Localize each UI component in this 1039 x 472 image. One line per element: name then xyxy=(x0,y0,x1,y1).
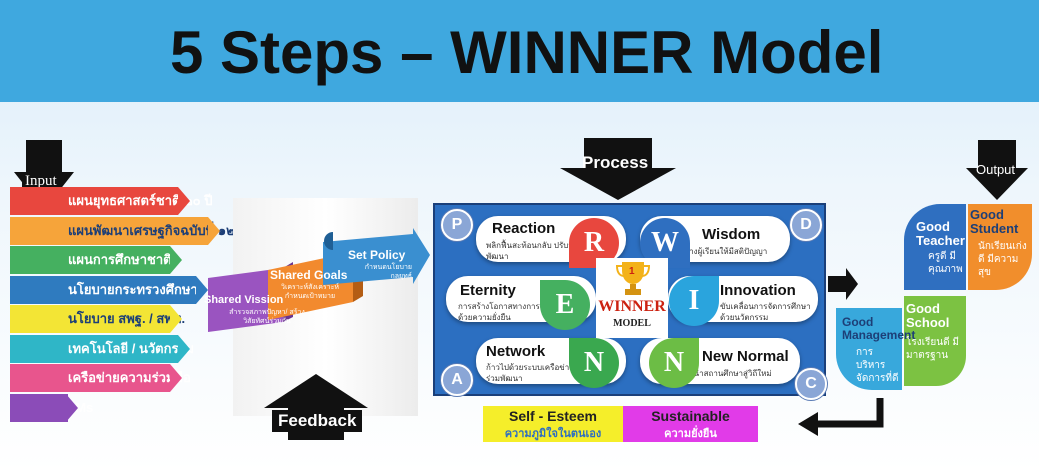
sustainable-box: Sustainable ความยั่งยืน xyxy=(623,406,758,442)
input-item: นโยบาย สพฐ. / สพท. xyxy=(10,305,185,333)
good-school: Good School โรงเรียนดี มีมาตรฐาน xyxy=(904,296,966,386)
eternity-title: Eternity xyxy=(460,282,516,299)
corner-p: P xyxy=(441,209,473,241)
new-normal-title: New Normal xyxy=(702,348,789,365)
input-item-tip xyxy=(66,393,78,422)
goals-sub: วิเคราะห์สังเคราะห์ กำหนดเป้าหมาย xyxy=(281,284,339,300)
good-school-sub: โรงเรียนดี มีมาตรฐาน xyxy=(906,337,959,361)
corner-a: A xyxy=(441,364,473,396)
policy-title: Set Policy xyxy=(348,248,406,262)
input-item-tip xyxy=(208,216,220,245)
feedback-label: Feedback xyxy=(272,410,363,432)
new-normal-sub: พร้อมนำสถานศึกษาสู่วิถีใหม่ xyxy=(674,369,772,378)
network-sub: ก้าวไปด้วยระบบเครือข่าย ร่วมพัฒนา xyxy=(486,363,574,383)
page-title: 5 Steps – WINNER Model xyxy=(170,19,884,86)
output-arrow-icon xyxy=(966,140,1028,200)
good-student-sub: นักเรียนเก่ง ดี มีความสุข xyxy=(978,241,1027,278)
good-school-title: Good School xyxy=(906,301,950,330)
input-item: แผนการศึกษาชาติ xyxy=(10,246,172,274)
innovation-title: Innovation xyxy=(720,282,796,299)
input-item-tip xyxy=(170,305,182,333)
trophy-number: 1 xyxy=(629,266,635,277)
good-management-sub: การบริหาร จัดการที่ดี xyxy=(856,347,899,384)
eternity-sub: การสร้างโอกาสทางการศึกษา ด้วยความยั่งยืน xyxy=(458,302,560,322)
input-item-tip xyxy=(178,187,190,215)
petal-n2: N xyxy=(649,338,699,388)
petal-n1: N xyxy=(569,338,619,388)
good-student-title: Good Student xyxy=(970,207,1019,236)
good-student: Good Student นักเรียนเก่ง ดี มีความสุข xyxy=(968,204,1032,290)
process-arrow-icon xyxy=(560,138,676,200)
input-item-tip xyxy=(170,364,182,392)
vision-sub: สำรวจสภาพปัญหา/ สร้างวิสัยทัศน์ร่วมกัน xyxy=(229,309,305,325)
good-teacher-title: Good Teacher xyxy=(916,219,965,248)
wisdom-title: Wisdom xyxy=(702,226,761,243)
sustainable-title: Sustainable xyxy=(651,408,730,424)
vision-title: Shared Vission xyxy=(204,294,284,306)
center-title: WINNER xyxy=(598,298,666,315)
center-subtitle: MODEL xyxy=(613,318,651,329)
return-arrow-icon xyxy=(798,398,884,436)
input-item-tip xyxy=(170,246,182,274)
goals-title: Shared Goals xyxy=(270,268,348,282)
process-label: Process xyxy=(582,153,649,172)
innovation-sub: ขับเคลื่อนการจัดการศึกษา ด้วยนวัตกรรม xyxy=(720,302,811,322)
self-esteem-title: Self - Esteem xyxy=(509,408,597,424)
input-item: นโยบายกระทรวงศึกษาธิการ xyxy=(10,275,228,304)
good-teacher: Good Teacher ครูดี มีคุณภาพ xyxy=(904,204,966,290)
reaction-sub: พลิกฟื้นสะท้อนกลับ ปรับปรุงพัฒนา xyxy=(486,241,582,261)
policy-sub: กำหนดนโยบาย กลยุทธ์ xyxy=(364,264,412,280)
input-item: แผนพัฒนาเศรษฐกิจฉบับที่ ๑๒ xyxy=(10,216,235,245)
input-label: Input xyxy=(22,173,60,190)
network-title: Network xyxy=(486,343,546,360)
input-item: 4Ms xyxy=(10,393,93,422)
input-item-tip xyxy=(196,275,208,304)
petal-e: E xyxy=(540,280,590,330)
title-banner xyxy=(0,0,1039,102)
to-output-arrow-icon xyxy=(828,268,858,300)
wisdom-sub: สร้างผู้เรียนให้มีสติปัญญา xyxy=(680,247,768,256)
sustainable-sub: ความยั่งยืน xyxy=(664,428,717,440)
good-teacher-sub: ครูดี มีคุณภาพ xyxy=(928,251,963,275)
corner-c: C xyxy=(795,368,827,400)
good-management: Good Management การบริหาร จัดการที่ดี xyxy=(836,308,916,390)
trophy-icon xyxy=(616,262,650,295)
output-label: Output xyxy=(976,162,1016,177)
input-item: เทคโนโลยี / นวัตกรรม xyxy=(10,334,194,363)
input-item: แผนยุทธศาสตร์ชาติ ๒๐ ปี xyxy=(10,187,212,215)
ribbon-graphic xyxy=(208,228,430,332)
good-management-title: Good Management xyxy=(842,315,916,342)
self-esteem-box: Self - Esteem ความภูมิใจในตนเอง xyxy=(483,406,623,442)
input-item-tip xyxy=(178,334,190,363)
corner-d: D xyxy=(790,209,822,241)
self-esteem-sub: ความภูมิใจในตนเอง xyxy=(504,428,602,440)
reaction-title: Reaction xyxy=(492,220,556,237)
step-new-normal: New Normal พร้อมนำสถานศึกษาสู่วิถีใหม่ xyxy=(640,338,800,384)
petal-i: I xyxy=(669,276,719,326)
input-item: เครือข่ายความร่วมมือ xyxy=(10,364,191,392)
